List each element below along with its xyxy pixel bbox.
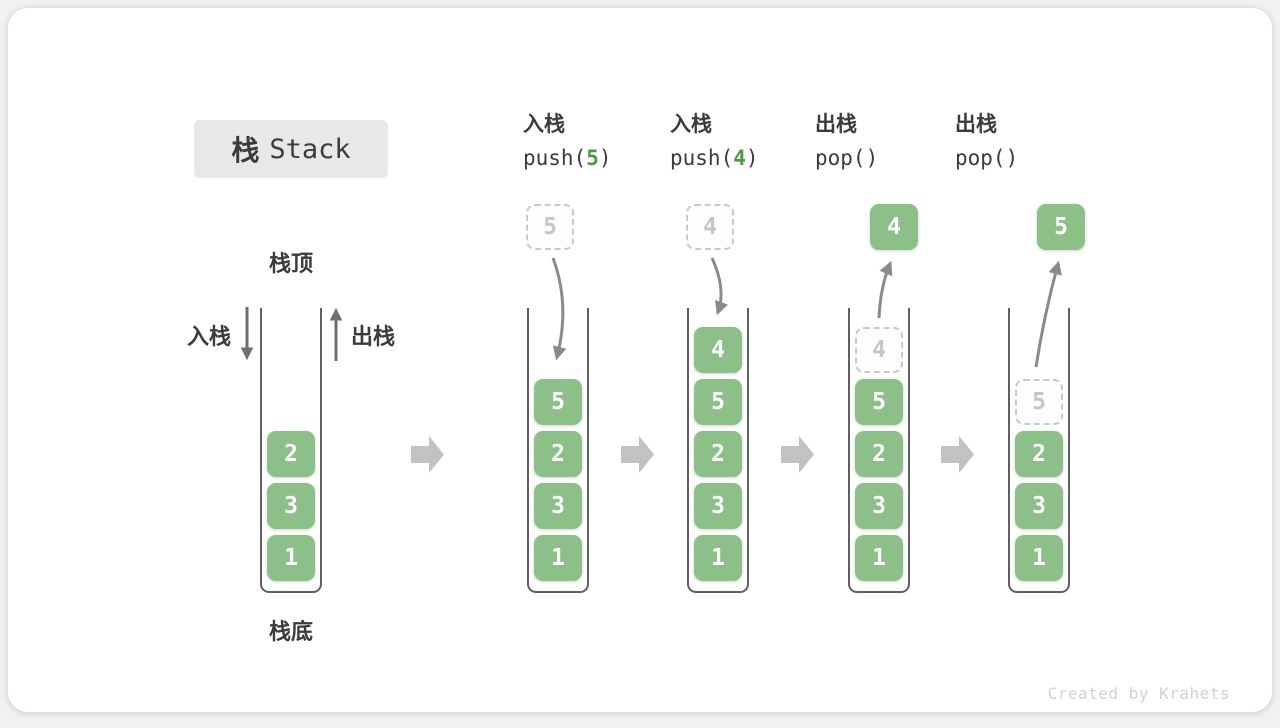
op-header-label: 入栈 bbox=[523, 113, 565, 136]
op-header-code: pop() bbox=[955, 148, 1018, 169]
stack-cell-ghost: 4 bbox=[855, 327, 903, 373]
stack-cell-ghost: 5 bbox=[1015, 379, 1063, 425]
op-header-label: 出栈 bbox=[815, 113, 857, 136]
arrows-overlay bbox=[240, 257, 1062, 473]
stack-cell: 1 bbox=[534, 535, 582, 581]
title-en: Stack bbox=[269, 133, 351, 165]
stack-cell: 1 bbox=[694, 535, 742, 581]
stack-cell: 3 bbox=[855, 483, 903, 529]
op-header-push4: 入栈 push(4) bbox=[670, 114, 759, 169]
push-arrow-4 bbox=[710, 257, 729, 316]
op-header-pop2: 出栈 pop() bbox=[955, 114, 1018, 169]
stack-cell: 3 bbox=[694, 483, 742, 529]
floating-value-popped: 5 bbox=[1037, 204, 1085, 250]
stack-cell: 2 bbox=[534, 431, 582, 477]
op-code-prefix: push( bbox=[523, 146, 587, 170]
stack-cell: 1 bbox=[267, 535, 315, 581]
op-header-label: 入栈 bbox=[670, 113, 712, 136]
stack-cell: 5 bbox=[534, 379, 582, 425]
stack-cell: 3 bbox=[267, 483, 315, 529]
next-state-arrow bbox=[411, 436, 444, 473]
push-side-label: 入栈 bbox=[186, 324, 231, 349]
stack-bottom-label: 栈底 bbox=[268, 619, 314, 644]
stack-cell: 2 bbox=[694, 431, 742, 477]
stack-cell: 5 bbox=[855, 379, 903, 425]
stack-cell: 3 bbox=[1015, 483, 1063, 529]
op-header-push5: 入栈 push(5) bbox=[523, 114, 612, 169]
stack-top-label: 栈顶 bbox=[268, 251, 314, 276]
stack-cell: 2 bbox=[267, 431, 315, 477]
op-code-suffix: ) bbox=[598, 146, 612, 170]
floating-value-popped: 4 bbox=[870, 204, 918, 250]
next-state-arrow bbox=[781, 436, 814, 473]
op-header-pop1: 出栈 pop() bbox=[815, 114, 878, 169]
op-header-label: 出栈 bbox=[955, 113, 997, 136]
floating-value-ghost: 4 bbox=[686, 204, 734, 250]
op-code-suffix: ) bbox=[1005, 146, 1019, 170]
next-state-arrow bbox=[621, 436, 654, 473]
op-code-arg: 4 bbox=[733, 146, 746, 170]
op-code-prefix: pop( bbox=[955, 146, 1006, 170]
diagram-card: 栈 Stack 入栈 push(5) 入栈 push(4) 出栈 pop() 出… bbox=[8, 8, 1272, 712]
stack-cell: 1 bbox=[1015, 535, 1063, 581]
op-header-code: pop() bbox=[815, 148, 878, 169]
next-state-arrow bbox=[941, 436, 974, 473]
stack-cell: 5 bbox=[694, 379, 742, 425]
stack-cell: 3 bbox=[534, 483, 582, 529]
stack-cell: 1 bbox=[855, 535, 903, 581]
op-code-suffix: ) bbox=[865, 146, 879, 170]
stack-cell: 2 bbox=[1015, 431, 1063, 477]
stack-cell: 4 bbox=[694, 327, 742, 373]
op-code-prefix: pop( bbox=[815, 146, 866, 170]
op-code-suffix: ) bbox=[745, 146, 759, 170]
title-cjk: 栈 bbox=[231, 135, 260, 166]
floating-value-ghost: 5 bbox=[526, 204, 574, 250]
op-header-code: push(5) bbox=[523, 148, 612, 169]
watermark: Created by Krahets bbox=[1047, 684, 1230, 703]
pop-side-label: 出栈 bbox=[351, 324, 396, 349]
op-header-code: push(4) bbox=[670, 148, 759, 169]
title-box: 栈 Stack bbox=[194, 120, 388, 178]
stack-cell: 2 bbox=[855, 431, 903, 477]
op-code-arg: 5 bbox=[586, 146, 599, 170]
op-code-prefix: push( bbox=[670, 146, 734, 170]
